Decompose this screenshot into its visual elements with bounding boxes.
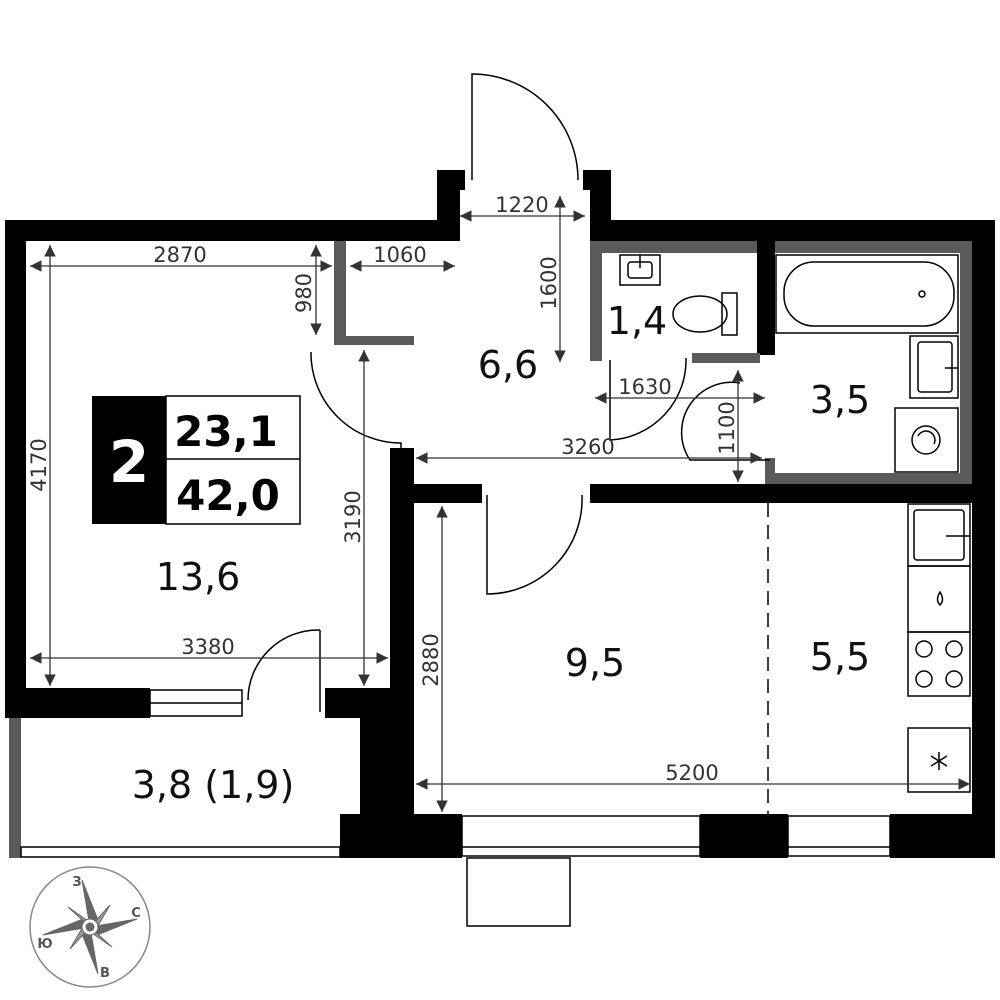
dim-1100: 1100 [715,401,739,454]
compass-rose-icon [42,879,138,975]
dimension-lines [30,196,970,812]
compass-north: З [72,875,81,890]
area-balcony: 3,8 (1,9) [132,763,295,807]
fixtures [619,254,971,814]
wc-sink-icon [619,254,661,286]
dim-5200: 5200 [665,761,718,785]
kitchen-counter-icon [907,565,971,633]
dim-3190: 3190 [341,490,365,543]
area-kitchen: 5,5 [810,635,870,679]
area-living: 13,6 [156,555,241,599]
bath-sink-icon [909,335,959,399]
toilet-icon [672,292,738,336]
compass: З С В Ю [29,866,151,988]
dim-980: 980 [292,273,316,313]
exterior-walls [5,170,995,858]
area-bath: 3,5 [810,378,870,422]
compass-west: Ю [37,937,52,952]
rooms-count: 2 [109,428,149,496]
dim-1220: 1220 [495,193,548,217]
dim-1600: 1600 [537,256,561,309]
compass-south: В [100,966,110,981]
area-bedroom: 9,5 [565,641,625,685]
dim-1060: 1060 [373,243,426,267]
dimension-labels: 1220 1600 2870 1060 980 4170 3190 1630 1… [27,193,739,785]
area-wc: 1,4 [607,299,667,343]
bathtub-icon [775,254,959,334]
washing-machine-icon [894,407,959,473]
dim-2870: 2870 [153,243,206,267]
summary-badge: 2 23,1 42,0 [92,395,301,525]
room-areas: 13,6 6,6 1,4 3,5 9,5 5,5 3,8 (1,9) [132,299,871,807]
kitchen-sink-icon [907,503,971,567]
dim-2880: 2880 [419,633,443,686]
area-hall: 6,6 [478,343,538,387]
stove-icon [907,631,971,697]
windows [20,689,891,927]
living-area: 23,1 [174,407,278,456]
fridge-icon [907,727,971,793]
dim-3260: 3260 [561,435,614,459]
dim-1630: 1630 [618,375,671,399]
compass-east: С [131,906,141,921]
total-area: 42,0 [176,471,280,520]
doors [247,73,770,712]
dim-3380: 3380 [181,635,234,659]
partitions [9,241,972,858]
dim-4170: 4170 [27,438,51,491]
